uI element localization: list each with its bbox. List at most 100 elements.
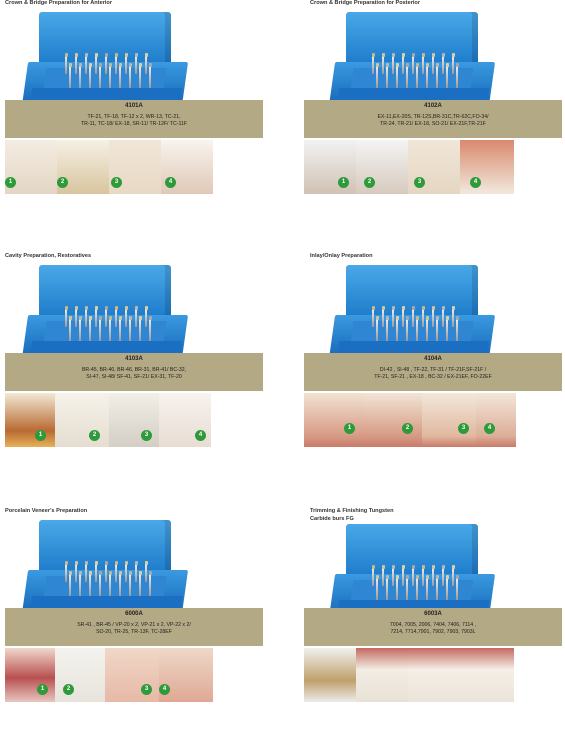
procedure-photo bbox=[364, 393, 423, 447]
step-badge: 2 bbox=[89, 430, 100, 441]
step-badge: 1 bbox=[344, 423, 355, 434]
bur-head bbox=[134, 53, 138, 57]
bur-head bbox=[114, 306, 118, 310]
bur bbox=[372, 56, 374, 74]
bur-head bbox=[421, 306, 425, 310]
bur-head bbox=[84, 53, 88, 57]
bur-head bbox=[78, 571, 82, 575]
procedure-photo bbox=[55, 648, 106, 702]
bur-head bbox=[98, 316, 102, 320]
bur-tray-image bbox=[21, 263, 189, 363]
bur bbox=[372, 309, 374, 327]
bur-head bbox=[421, 53, 425, 57]
kit-info-band: 4101A TF-21, TF-18, TF-12 x 2, WR-13, TC… bbox=[5, 100, 263, 138]
bur-head bbox=[74, 53, 78, 57]
step-badge: 2 bbox=[364, 177, 375, 188]
bur bbox=[65, 309, 67, 327]
bur-head bbox=[391, 53, 395, 57]
kit-info-band: 4102A EX-11,EX-20S, TR-12S,BR-31C,TR-62C… bbox=[304, 100, 562, 138]
bur-head bbox=[425, 63, 429, 67]
bur bbox=[75, 56, 77, 74]
bur-head bbox=[98, 63, 102, 67]
bur-head bbox=[401, 565, 405, 569]
bur-head bbox=[411, 306, 415, 310]
bur bbox=[69, 574, 71, 596]
bur-head bbox=[124, 53, 128, 57]
bur bbox=[129, 319, 131, 341]
bur-head bbox=[68, 63, 72, 67]
bur bbox=[145, 309, 147, 327]
procedure-photo bbox=[460, 140, 515, 194]
bur-head bbox=[415, 575, 419, 579]
bur-list: EX-11,EX-20S, TR-12S,BR-31C,TR-62C,FO-34… bbox=[304, 114, 562, 129]
bur bbox=[426, 319, 428, 341]
bur-head bbox=[395, 575, 399, 579]
bur bbox=[89, 319, 91, 341]
bur bbox=[129, 574, 131, 596]
bur-head bbox=[385, 575, 389, 579]
bur-head bbox=[64, 561, 68, 565]
bur bbox=[95, 309, 97, 327]
bur-head bbox=[375, 316, 379, 320]
procedure-photo bbox=[408, 648, 461, 702]
bur bbox=[402, 56, 404, 74]
kit-code: 4103A bbox=[125, 356, 143, 362]
bur bbox=[446, 578, 448, 600]
procedure-photos: 1 2 3 4 bbox=[304, 140, 562, 194]
bur bbox=[119, 319, 121, 341]
bur bbox=[376, 578, 378, 600]
bur bbox=[422, 568, 424, 586]
bur-head bbox=[445, 316, 449, 320]
bur-head bbox=[128, 571, 132, 575]
bur-list-line: TF-21, SF-21 , EX-18 , BC-32 / EX-21EF, … bbox=[374, 374, 492, 381]
procedure-photo bbox=[5, 393, 56, 447]
procedure-photo bbox=[109, 393, 160, 447]
bur bbox=[406, 319, 408, 341]
bur bbox=[99, 574, 101, 596]
kit-panel-4103a: Cavity Preparation, Restoratives 4103A B… bbox=[5, 253, 263, 493]
bur-head bbox=[148, 63, 152, 67]
bur bbox=[416, 319, 418, 341]
bur bbox=[452, 309, 454, 327]
bur bbox=[135, 56, 137, 74]
kit-info-band: 6003A 7004, 7005, 2006, 7404, 7406, 7114… bbox=[304, 608, 562, 646]
bur bbox=[89, 574, 91, 596]
procedure-photos bbox=[304, 648, 562, 702]
kit-info-band: 4103A BR-45, BR-40, BR-46, BR-31, BR-41/… bbox=[5, 353, 263, 391]
bur bbox=[406, 578, 408, 600]
bur bbox=[79, 574, 81, 596]
bur-head bbox=[144, 561, 148, 565]
bur bbox=[456, 578, 458, 600]
bur bbox=[69, 66, 71, 88]
kit-panel-6000a: Porcelain Veneer's Preparation 6000A SR-… bbox=[5, 508, 263, 748]
bur bbox=[402, 568, 404, 586]
bur bbox=[105, 309, 107, 327]
bur-list-line: TR-11, TC-18/ EX-18, SR-11/ TR-12F/ TC-1… bbox=[80, 121, 188, 128]
bur-list-line: 7004, 7005, 2006, 7404, 7406, 7114 , bbox=[389, 622, 477, 628]
bur-list: TF-21, TF-18, TF-12 x 2, WR-13, TC-21, T… bbox=[5, 114, 263, 129]
bur-head bbox=[84, 306, 88, 310]
bur bbox=[406, 66, 408, 88]
bur bbox=[99, 319, 101, 341]
bur-tray-image bbox=[328, 10, 496, 110]
bur bbox=[119, 574, 121, 596]
bur bbox=[95, 564, 97, 582]
bur bbox=[125, 56, 127, 74]
bur bbox=[386, 578, 388, 600]
bur bbox=[396, 319, 398, 341]
bur-head bbox=[64, 306, 68, 310]
kit-code: 4102A bbox=[424, 103, 442, 109]
bur bbox=[382, 568, 384, 586]
bur bbox=[452, 568, 454, 586]
step-badge: 4 bbox=[165, 177, 176, 188]
bur-head bbox=[371, 565, 375, 569]
bur-tray-image bbox=[21, 10, 189, 110]
step-badge: 1 bbox=[35, 430, 46, 441]
bur bbox=[75, 309, 77, 327]
bur-tray-image bbox=[328, 263, 496, 363]
bur bbox=[109, 319, 111, 341]
bur bbox=[85, 309, 87, 327]
bur-head bbox=[118, 63, 122, 67]
procedure-photo bbox=[356, 648, 409, 702]
bur-head bbox=[78, 316, 82, 320]
